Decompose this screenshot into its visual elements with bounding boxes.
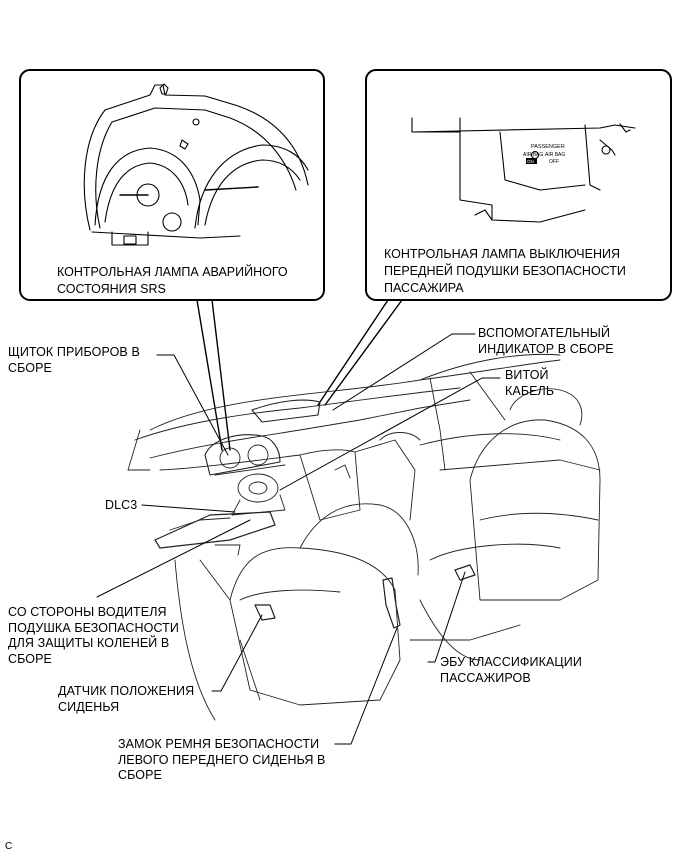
label-spiral-cable-line2: КАБЕЛЬ (505, 383, 555, 398)
panel-airbag-on-label: AIR BAG (523, 152, 543, 158)
label-occupant-ecu-line1: ЭБУ КЛАССИФИКАЦИИ (440, 655, 582, 669)
label-dlc3: DLC3 (105, 498, 137, 514)
vehicle-interior-drawing (127, 353, 601, 721)
accessory-meter-drawing (411, 117, 636, 223)
label-seat-belt-buckle: ЗАМОК РЕМНЯ БЕЗОПАСНОСТИ ЛЕВОГО ПЕРЕДНЕГ… (118, 737, 325, 784)
label-combination-meter-line1: ЩИТОК ПРИБОРОВ В (8, 345, 140, 359)
label-knee-airbag-line3: ДЛЯ ЗАЩИТЫ КОЛЕНЕЙ В (8, 636, 170, 650)
label-spiral-cable: ВИТОЙ КАБЕЛЬ (505, 368, 554, 399)
panel-off-mark: OFF (549, 159, 559, 165)
label-knee-airbag-line4: СБОРЕ (8, 651, 52, 666)
label-combination-meter: ЩИТОК ПРИБОРОВ В СБОРЕ (8, 345, 140, 376)
caption-srs-lamp-1: КОНТРОЛЬНАЯ ЛАМПА АВАРИЙНОГО (57, 264, 288, 279)
label-dlc3-line1: DLC3 (105, 498, 138, 512)
combination-meter-drawing (83, 83, 309, 246)
label-knee-airbag-line1: СО СТОРОНЫ ВОДИТЕЛЯ (8, 605, 167, 619)
leader-lines (96, 333, 501, 745)
caption-srs-lamp-2: СОСТОЯНИЯ SRS (57, 282, 166, 296)
label-occupant-ecu: ЭБУ КЛАССИФИКАЦИИ ПАССАЖИРОВ (440, 655, 582, 686)
label-occupant-ecu-line2: ПАССАЖИРОВ (440, 670, 531, 685)
label-spiral-cable-line1: ВИТОЙ (505, 368, 549, 382)
label-seat-belt-buckle-line1: ЗАМОК РЕМНЯ БЕЗОПАСНОСТИ (118, 737, 320, 751)
label-combination-meter-line2: СБОРЕ (8, 360, 52, 375)
detail-pointers (196, 299, 403, 451)
label-seat-belt-buckle-line3: СБОРЕ (118, 768, 162, 782)
panel-passenger-label: PASSENGER (531, 144, 565, 150)
label-seat-position-sensor-line1: ДАТЧИК ПОЛОЖЕНИЯ (58, 684, 195, 698)
detail-box-accessory-meter: PASSENGER AIR BAG AIR BAG ON OFF КОНТРОЛ… (365, 69, 672, 301)
label-knee-airbag-line2: ПОДУШКА БЕЗОПАСНОСТИ (8, 620, 179, 635)
panel-airbag-off-label: AIR BAG (545, 152, 565, 158)
caption-pax-lamp-1: КОНТРОЛЬНАЯ ЛАМПА ВЫКЛЮЧЕНИЯ (384, 247, 620, 261)
label-knee-airbag: СО СТОРОНЫ ВОДИТЕЛЯ ПОДУШКА БЕЗОПАСНОСТИ… (8, 605, 179, 667)
label-accessory-meter-line1: ВСПОМОГАТЕЛЬНЫЙ (478, 326, 611, 340)
corner-mark: C (5, 841, 12, 852)
panel-on-mark: ON (527, 159, 534, 164)
label-accessory-meter: ВСПОМОГАТЕЛЬНЫЙ ИНДИКАТОР В СБОРЕ (478, 326, 614, 357)
label-seat-position-sensor: ДАТЧИК ПОЛОЖЕНИЯ СИДЕНЬЯ (58, 684, 194, 715)
detail-box-combination-meter: КОНТРОЛЬНАЯ ЛАМПА АВАРИЙНОГО СОСТОЯНИЯ S… (19, 69, 325, 301)
caption-pax-lamp-3: ПАССАЖИРА (384, 281, 464, 295)
label-accessory-meter-line2: ИНДИКАТОР В СБОРЕ (478, 341, 614, 356)
caption-pax-lamp-2: ПЕРЕДНЕЙ ПОДУШКИ БЕЗОПАСНОСТИ (384, 263, 626, 278)
label-seat-position-sensor-line2: СИДЕНЬЯ (58, 699, 120, 714)
label-seat-belt-buckle-line2: ЛЕВОГО ПЕРЕДНЕГО СИДЕНЬЯ В (118, 752, 326, 767)
